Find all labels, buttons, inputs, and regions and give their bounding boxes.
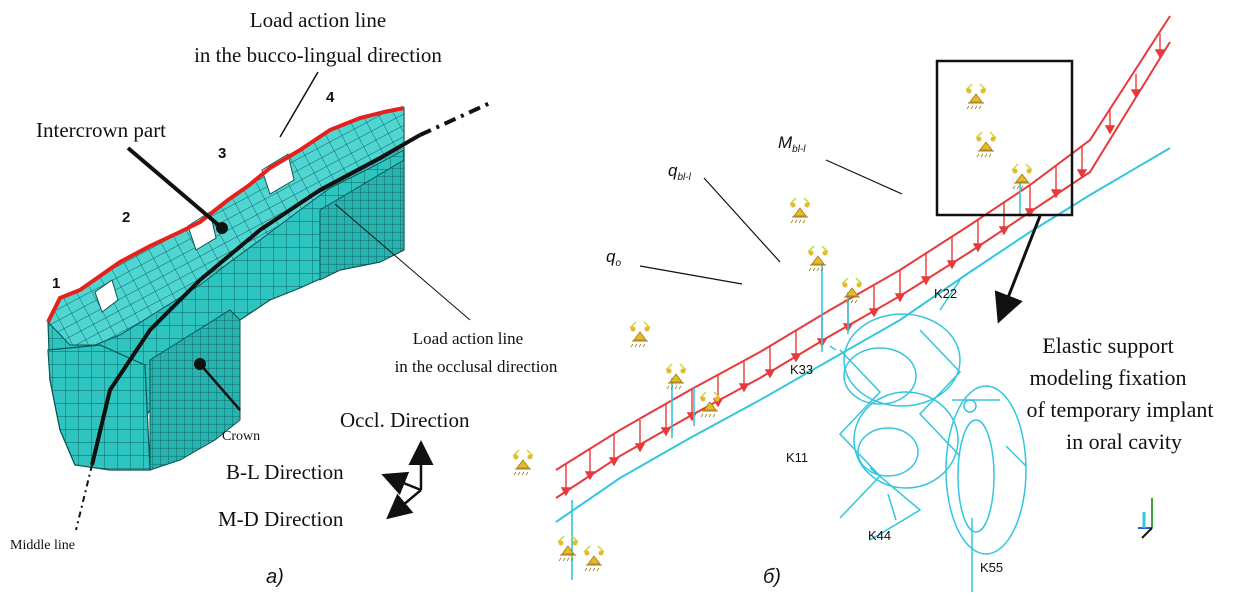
leader-m: [825, 159, 903, 195]
label-q-o-sub: o: [615, 258, 621, 269]
dir-occl-label: Occl. Direction: [340, 408, 470, 432]
number-3: 3: [218, 145, 226, 162]
label-m-main: M: [778, 133, 793, 152]
load-arrows: [560, 34, 1166, 497]
panel-b: qbl-l qo Mbl-l K22 K33 K11 K44 K55 Elast…: [512, 15, 1214, 592]
axis-bl-arrow: [381, 471, 422, 496]
crown-dot: [194, 358, 206, 370]
label-q-o-main: q: [606, 247, 616, 266]
support-icon: [583, 545, 605, 572]
label-q-bl: qbl-l: [668, 161, 692, 183]
occlusal-line-2: in the occlusal direction: [395, 357, 558, 376]
axis-triad-icon: [1138, 498, 1153, 539]
crown-label: Crown: [222, 429, 260, 444]
notch-3: [261, 153, 295, 195]
support-icon: [975, 131, 997, 158]
support-struts: [571, 178, 1021, 580]
spring-beam: [555, 147, 1171, 523]
label-k55: K55: [980, 560, 1003, 575]
notch-1: [94, 279, 119, 313]
caption-a: a): [266, 566, 284, 588]
support-icon: [789, 197, 811, 224]
support-icon: [557, 535, 579, 562]
middle-line-label: Middle line: [10, 538, 75, 553]
occlusal-line-1: Load action line: [413, 329, 523, 348]
inset-frame: [935, 59, 1074, 217]
panel-a: 1 2 3 4 Load action line in the bucco-li…: [10, 8, 558, 588]
intercrown-dot: [216, 222, 228, 234]
title-line-1: Load action line: [250, 8, 386, 32]
support-icon: [841, 277, 863, 304]
support-icon: [665, 363, 687, 390]
support-icon: [629, 321, 651, 348]
load-beam-bottom: [555, 41, 1171, 499]
load-beam-top: [555, 15, 1171, 471]
label-q-o: qo: [606, 247, 621, 269]
crown-block: [149, 309, 241, 471]
number-1: 1: [52, 275, 60, 292]
label-k22: K22: [934, 286, 957, 301]
load-line-dashed-extension: [419, 101, 491, 137]
label-k11: K11: [786, 450, 808, 465]
dir-md-label: M-D Direction: [218, 507, 344, 531]
intercrown-label: Intercrown part: [36, 118, 166, 142]
load-line-occlusal: [90, 133, 421, 466]
support-icon: [807, 245, 829, 272]
label-q-bl-sub: bl-l: [677, 172, 691, 183]
label-m-sub: bl-l: [792, 144, 806, 155]
elastic-line-4: in oral cavity: [1066, 429, 1182, 454]
notch-2: [187, 211, 217, 251]
middle-line-dashed-extension: [75, 464, 93, 531]
inset-arrow: [994, 215, 1042, 324]
number-2: 2: [122, 209, 130, 226]
caption-b: б): [763, 566, 781, 588]
spring-model: [829, 279, 1027, 592]
elastic-line-2: modeling fixation: [1029, 365, 1186, 390]
dir-bl-label: B-L Direction: [226, 460, 344, 484]
number-4: 4: [326, 89, 335, 106]
leader-occlusal: [334, 203, 471, 321]
front-crown-block: [47, 344, 151, 471]
label-k33: K33: [790, 362, 813, 377]
leader-intercrown: [126, 146, 224, 230]
axis-md-arrow: [386, 489, 422, 520]
leader-q-bl: [703, 177, 781, 263]
support-icon: [965, 83, 987, 110]
support-icon: [512, 449, 534, 476]
title-line-2: in the bucco-lingual direction: [194, 43, 442, 67]
load-line-bucco-lingual: [46, 106, 405, 323]
label-m: Mbl-l: [778, 133, 806, 155]
elastic-line-3: of temporary implant: [1027, 397, 1214, 422]
leader-q-o: [639, 265, 743, 285]
elastic-line-1: Elastic support: [1042, 333, 1173, 358]
leader-crown: [199, 363, 241, 411]
leader-title: [279, 71, 319, 138]
label-q-bl-main: q: [668, 161, 678, 180]
label-k44: K44: [868, 528, 891, 543]
jaw-right-block: [319, 159, 405, 281]
